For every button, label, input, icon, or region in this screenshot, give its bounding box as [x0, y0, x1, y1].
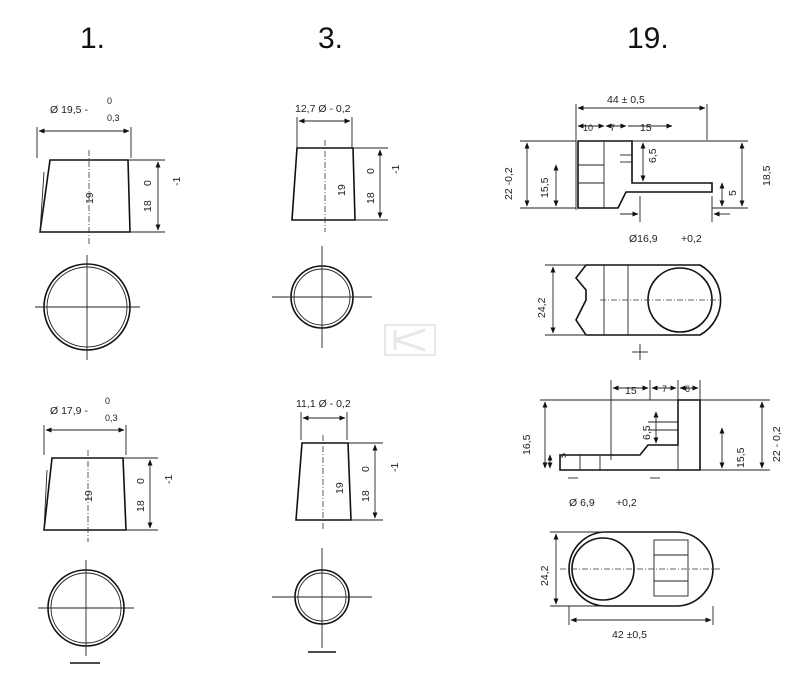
fig1-top-diameter: Ø 19,5 -	[50, 104, 88, 116]
fig19-a-5: 5	[727, 190, 739, 196]
figure-1: 1. Ø 19,5 - 0 0,3 19 18 0 -1 Ø 17,9 - 0 …	[35, 22, 183, 664]
fig19-a-7: 7	[610, 123, 615, 133]
fig1-top-tol-lo: 0,3	[107, 113, 120, 123]
fig1-b-h0: 0	[135, 478, 147, 484]
fig19-d-body	[568, 531, 714, 607]
fig19-d-24: 24,2	[539, 565, 551, 586]
fig1-b-hm1: -1	[163, 475, 175, 484]
fig3-cup-top-side	[291, 147, 356, 221]
fig19-c-body	[559, 399, 701, 471]
fig1-bot-tol-lo: 0,3	[105, 413, 118, 423]
fig19-a-6-5: 6,5	[647, 148, 659, 163]
fig3-hm1: -1	[390, 165, 402, 174]
fig19-c-7: 7	[662, 384, 667, 394]
fig3-bot-diameter: 11,1 Ø - 0,2	[296, 398, 351, 410]
figure-3: 3. 12,7 Ø - 0,2 19 18 0 -1 11,1 Ø - 0,2 …	[272, 22, 402, 653]
fig19-c-d6-tol: +0,2	[616, 497, 637, 509]
fig1-h19: 19	[84, 192, 96, 204]
fig19-c-d6: Ø 6,9	[569, 497, 595, 509]
fig3-top-diameter: 12,7 Ø - 0,2	[295, 103, 351, 115]
fig3-b-h19: 19	[334, 482, 346, 494]
fig19-d-42: 42 ±0,5	[612, 629, 647, 641]
fig19-b-24: 24,2	[536, 297, 548, 318]
figure-19-label: 19.	[627, 22, 669, 55]
fig19-a-d16: Ø16,9	[629, 233, 658, 245]
fig19-a-body	[577, 140, 713, 209]
fig19-a-15: 15	[640, 122, 652, 134]
figure-19: 19. 44 ± 0,5 10 7 15 6,5 22 -0,2 15,5 18…	[503, 22, 783, 641]
fig19-c-6-5: 6,5	[641, 425, 653, 440]
watermark-logo	[384, 324, 436, 356]
fig3-cup-bottom-side	[295, 442, 352, 521]
fig3-h19: 19	[336, 184, 348, 196]
fig3-h18: 18	[365, 192, 377, 204]
fig19-a-15-5: 15,5	[539, 177, 551, 198]
fig1-h0: 0	[142, 180, 154, 186]
fig19-c-22: 22 - 0,2	[771, 426, 783, 462]
fig19-d-hole	[571, 537, 635, 601]
fig19-c-15: 15	[625, 385, 637, 397]
fig3-b-h18: 18	[360, 490, 372, 502]
fig19-a-44: 44 ± 0,5	[607, 94, 645, 106]
fig3-b-hm1: -1	[389, 463, 401, 472]
fig1-hm1: -1	[171, 177, 183, 186]
fig19-a-18-5: 18,5	[761, 165, 773, 186]
fig1-bot-diameter: Ø 17,9 -	[50, 405, 88, 417]
fig3-h0: 0	[365, 168, 377, 174]
fig19-a-d16-tol: +0,2	[681, 233, 702, 245]
figure-3-label: 3.	[318, 22, 343, 55]
fig1-b-h19: 19	[83, 490, 95, 502]
fig19-c-16-5: 16,5	[521, 434, 533, 455]
fig19-c-6: 6	[685, 384, 690, 394]
fig19-b-body	[574, 264, 722, 336]
fig19-c-5: 5	[558, 453, 568, 458]
fig1-bot-tol-hi: 0	[105, 396, 110, 406]
fig19-c-15-5: 15,5	[735, 447, 747, 468]
fig1-b-h18: 18	[135, 500, 147, 512]
fig1-top-tol-hi: 0	[107, 96, 112, 106]
fig3-b-h0: 0	[360, 466, 372, 472]
fig1-h18: 18	[142, 200, 154, 212]
fig19-a-10: 10	[583, 123, 593, 133]
figure-1-label: 1.	[80, 22, 105, 55]
fig19-a-22: 22 -0,2	[503, 167, 515, 200]
